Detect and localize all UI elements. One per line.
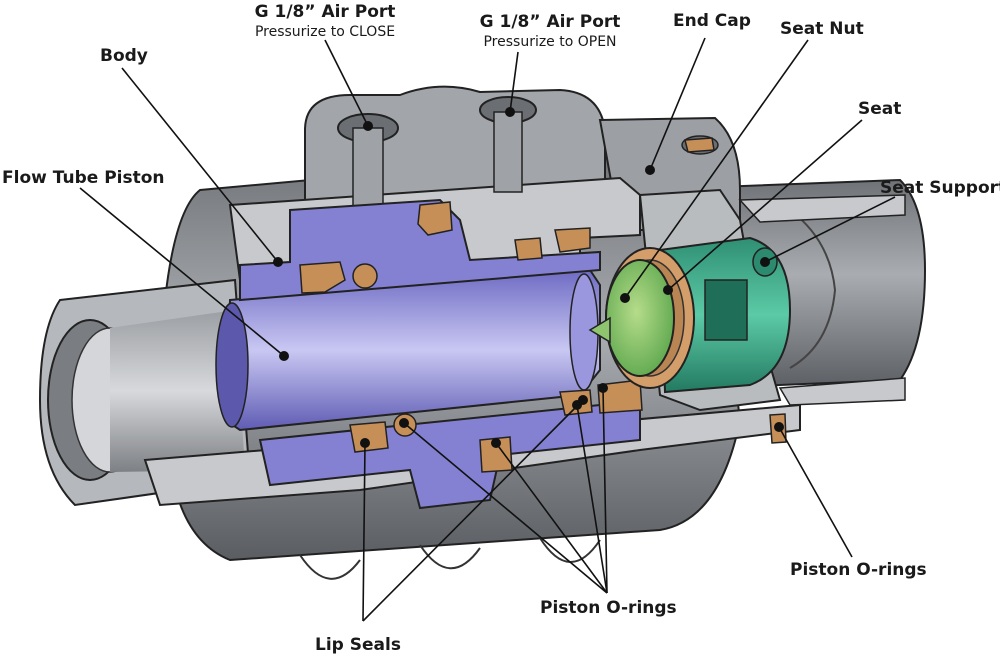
seat-assembly [588,236,792,394]
piston-orings-bottom-label: Piston O-rings [540,598,677,618]
dot-piston-orings-right [774,422,784,432]
piston-orings-right-label: Piston O-rings [790,560,927,580]
leader-lines [79,37,896,622]
dot-flow-tube-piston [279,351,289,361]
dot-air-port-close [363,121,373,131]
seals [299,137,787,473]
lip-seal-upper-3 [554,227,591,253]
o-ring-upper-2 [514,237,543,261]
dot-piston-orings-4 [598,383,608,393]
air-port-open-label: G 1/8” Air Port [479,12,621,32]
end-cap-label: End Cap [673,11,751,31]
seat-support-label: Seat Support [880,178,1000,198]
dot-end-cap [645,165,655,175]
body-label: Body [100,46,148,66]
flow-tube-piston-label: Flow Tube Piston [2,168,165,188]
lip-seal-upper-2 [417,201,453,236]
dot-piston-orings-1 [399,418,409,428]
seat-nut-label: Seat Nut [780,19,864,39]
leader-dots [273,107,784,448]
o-ring-lower-4 [597,379,643,414]
lip-seal-lower-1 [349,421,389,453]
o-ring-endcap-top [684,137,715,153]
o-ring-lower-2 [479,436,513,473]
air-port-close-label: G 1/8” Air Port [254,2,396,22]
dot-piston-orings-2 [491,438,501,448]
dot-seat-support [760,257,770,267]
seat [605,259,675,377]
dot-seat-nut [620,293,630,303]
air-port-open-note: Pressurize to OPEN [483,34,617,50]
lip-seals-label: Lip Seals [315,635,401,655]
inlet-pipe [38,278,252,507]
dot-body [273,257,283,267]
lip-seal-upper [299,261,346,294]
dot-lip-seals-1 [360,438,370,448]
dot-air-port-open [505,107,515,117]
dot-lip-seals-2 [578,395,588,405]
seat-label: Seat [858,99,902,119]
o-ring-upper-1 [352,263,378,289]
dot-seat [663,285,673,295]
air-port-close-note: Pressurize to CLOSE [254,24,396,40]
